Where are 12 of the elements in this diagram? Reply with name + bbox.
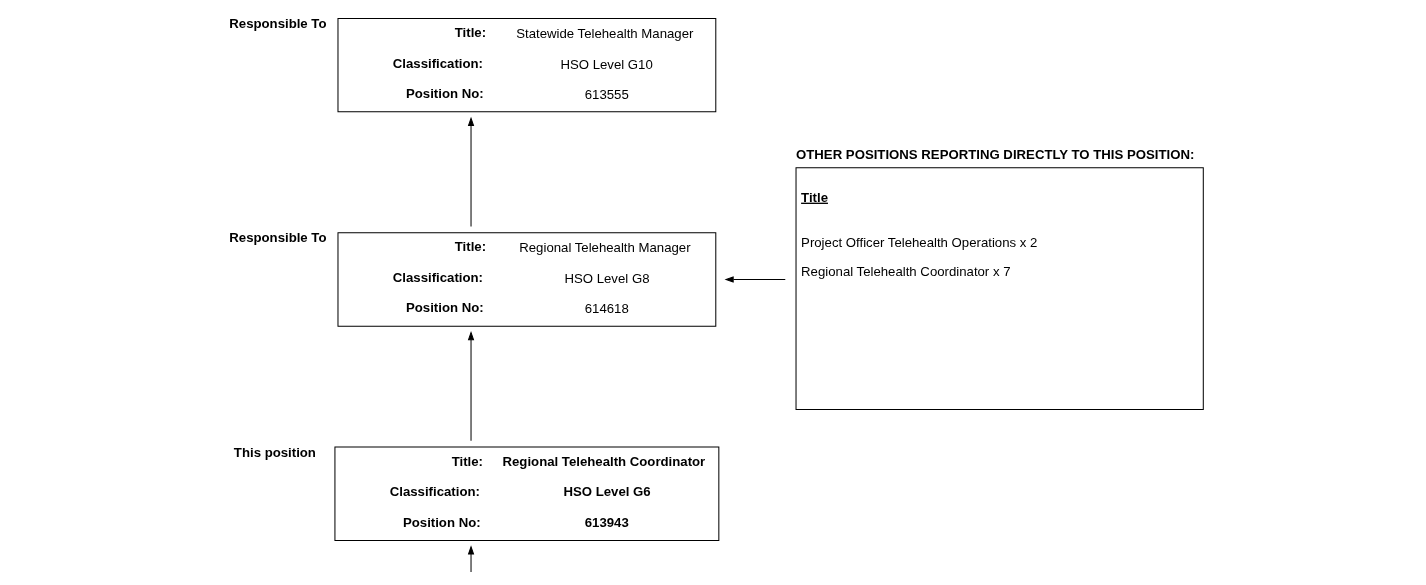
node-box: Title: Regional Telehealth Manager Classification: HSO Level G8 Position No: 614618 (337, 232, 717, 327)
node-box: Title: Statewide Telehealth Manager Classification: HSO Level G10 Position No: 613555 (337, 17, 717, 113)
arrow (467, 116, 475, 227)
arrow (724, 276, 786, 283)
node-box: Title: Regional Telehealth Coordinator Classification: HSO Level G6 Position No: 613943 (334, 446, 720, 541)
node-label: This position (233, 444, 316, 460)
node-label: Responsible To (229, 15, 327, 31)
arrow (467, 545, 475, 573)
node-label: Responsible To (229, 230, 327, 246)
node-label: OTHER POSITIONS REPORTING DIRECTLY TO THIS POSITION: (796, 146, 1195, 162)
node-box: Title Project Officer Telehealth Operations x 2 Regional Telehealth Coordinator x 7 (795, 167, 1204, 410)
arrow (467, 331, 475, 442)
